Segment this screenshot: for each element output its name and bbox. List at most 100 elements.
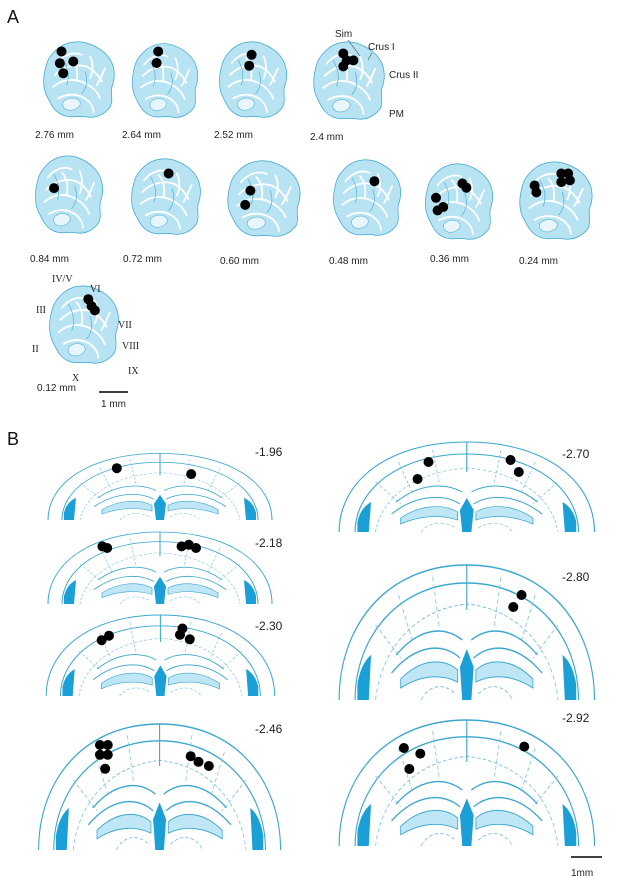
lobule-iii: III — [36, 305, 46, 316]
section-coordinate: -2.30 — [255, 619, 283, 633]
sagittal-section — [130, 157, 202, 236]
section-label: 0.60 mm — [220, 256, 259, 267]
recording-site-dot — [556, 168, 567, 179]
section-dots — [83, 294, 100, 316]
recording-site-dot — [531, 187, 542, 198]
recording-site-dot — [240, 199, 251, 210]
recording-site-dot — [404, 764, 415, 774]
section-label: 0.72 mm — [123, 254, 162, 265]
scale-bar-b-label: 1mm — [571, 868, 593, 879]
recording-site-dot — [513, 467, 524, 477]
recording-site-dot — [191, 543, 201, 553]
recording-site-dot — [94, 749, 105, 760]
recording-site-dot — [423, 457, 434, 467]
recording-site-dot — [203, 761, 214, 771]
recording-site-dot — [49, 183, 59, 194]
recording-site-dot — [103, 630, 114, 641]
annotation-crus-i: Crus I — [368, 42, 395, 53]
section-label: 2.52 mm — [214, 130, 253, 141]
panel-b-label: B — [7, 429, 19, 449]
lobule-vii: VII — [118, 320, 132, 331]
sagittal-section — [518, 160, 594, 241]
recording-site-dot — [398, 743, 409, 753]
sagittal-section — [312, 40, 386, 121]
recording-site-dot — [244, 60, 255, 71]
recording-site-dot — [338, 61, 349, 72]
recording-site-dot — [246, 49, 257, 60]
lobule-vi: VI — [90, 284, 101, 295]
section-dots — [398, 741, 530, 774]
scale-bar-a-label: 1 mm — [101, 399, 126, 410]
coronal-section — [45, 614, 276, 697]
section-dots — [338, 48, 359, 72]
section-dots — [508, 590, 527, 612]
recording-site-dot — [519, 741, 530, 752]
recording-site-dot — [102, 749, 113, 760]
coronal-section — [338, 564, 596, 701]
recording-site-dot — [56, 46, 67, 57]
section-label: 2.4 mm — [310, 132, 343, 143]
section-label: 0.48 mm — [329, 256, 368, 267]
recording-site-dot — [96, 635, 107, 646]
section-coordinate: -2.70 — [562, 447, 590, 461]
section-dots — [151, 46, 164, 68]
section-dots — [97, 539, 201, 553]
recording-site-dot — [412, 474, 423, 484]
section-coordinate: -2.18 — [255, 536, 283, 550]
recording-site-dot — [184, 634, 195, 645]
recording-site-dot — [461, 182, 472, 193]
recording-site-dot — [415, 748, 426, 759]
section-dots — [54, 46, 79, 79]
section-dots — [244, 49, 257, 71]
section-dots — [96, 623, 195, 646]
sagittal-section — [131, 42, 199, 119]
section-dots — [163, 168, 174, 179]
recording-site-dot — [68, 56, 79, 67]
sagittal-section — [42, 40, 116, 119]
section-dots — [369, 176, 380, 187]
coronal-section — [47, 531, 273, 605]
coronal-sections: -1.96 -2.18 -2.30 -2.46 -2.70 -2.80 — [37, 441, 602, 879]
recording-site-dot — [151, 57, 162, 68]
section-coordinate: -1.96 — [255, 445, 283, 459]
sagittal-section — [332, 158, 402, 237]
section-label: 0.84 mm — [30, 254, 69, 265]
recording-site-dot — [193, 756, 204, 767]
recording-site-dot — [54, 58, 65, 69]
recording-site-dot — [163, 168, 174, 179]
section-coordinate: -2.92 — [562, 711, 590, 725]
sagittal-section — [424, 162, 494, 241]
coronal-section — [338, 441, 596, 533]
recording-site-dot — [102, 543, 113, 553]
section-label: 2.64 mm — [122, 130, 161, 141]
recording-site-dot — [94, 740, 105, 750]
recording-site-dot — [564, 175, 575, 186]
section-label: 0.36 mm — [430, 254, 469, 265]
section-coordinate: -2.46 — [255, 722, 283, 736]
recording-site-dot — [89, 305, 100, 316]
section-dots — [111, 463, 197, 480]
recording-site-dot — [245, 185, 256, 196]
recording-site-dot — [505, 455, 516, 465]
recording-site-dot — [174, 629, 185, 640]
lobule-ii: II — [32, 344, 39, 355]
annotation-pm: PM — [389, 109, 404, 120]
recording-site-dot — [185, 751, 196, 762]
coronal-section — [338, 719, 596, 847]
section-dots — [412, 455, 524, 484]
coronal-section — [37, 723, 282, 851]
section-coordinate: -2.80 — [562, 570, 590, 584]
section-dots — [94, 740, 214, 774]
recording-site-dot — [100, 763, 111, 774]
recording-site-dot — [431, 192, 441, 203]
sagittal-section — [34, 154, 104, 235]
lobule-x: X — [72, 373, 80, 384]
lobule-iv-v: IV/V — [52, 274, 73, 285]
recording-site-dot — [516, 590, 527, 600]
recording-site-dot — [369, 176, 380, 187]
section-dots — [49, 183, 59, 194]
lobule-viii: VIII — [122, 341, 139, 352]
section-label: 2.76 mm — [35, 130, 74, 141]
recording-site-dot — [111, 463, 122, 474]
